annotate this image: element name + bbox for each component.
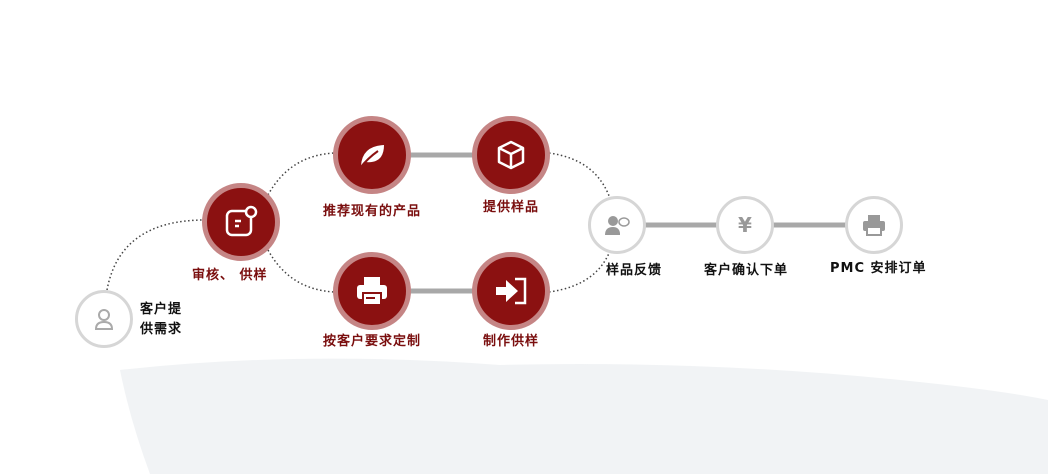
make-label: 制作供样 xyxy=(482,334,540,349)
step-recommend xyxy=(333,116,411,194)
step-make xyxy=(472,252,550,330)
step-provide xyxy=(472,116,550,194)
feedback-label: 样品反馈 xyxy=(606,263,663,278)
note-icon xyxy=(225,205,258,237)
connector-audit-recommend xyxy=(267,152,336,196)
step-pmc xyxy=(845,196,903,254)
customer-label-1: 客户提 xyxy=(140,302,183,317)
provide-label: 提供样品 xyxy=(482,200,540,215)
connector-audit-custom xyxy=(267,249,336,293)
customer-label-2: 供需求 xyxy=(140,322,183,337)
step-custom xyxy=(333,252,411,330)
custom-label: 按客户要求定制 xyxy=(322,334,422,349)
leaf-icon xyxy=(359,145,384,169)
world-map-background xyxy=(120,358,1048,474)
yen-icon: ¥ xyxy=(738,213,752,237)
connector-make-feedback xyxy=(548,244,613,293)
printer-icon xyxy=(357,277,387,306)
printer-icon xyxy=(863,215,885,236)
pmc-label: PMC 安排订单 xyxy=(830,261,927,276)
step-confirm: ¥ xyxy=(716,196,774,254)
user-icon xyxy=(94,309,114,330)
connector-customer-audit xyxy=(106,219,206,291)
cube-icon xyxy=(497,140,525,170)
connector-provide-feedback xyxy=(548,152,613,206)
confirm-label: 客户确认下单 xyxy=(704,263,789,278)
recommend-label: 推荐现有的产品 xyxy=(322,204,422,219)
audit-label: 审核、 供样 xyxy=(192,268,268,283)
step-audit xyxy=(202,183,280,261)
enter-icon xyxy=(496,277,527,305)
step-customer xyxy=(75,290,133,348)
user-chat-icon xyxy=(605,216,630,235)
step-feedback xyxy=(588,196,646,254)
